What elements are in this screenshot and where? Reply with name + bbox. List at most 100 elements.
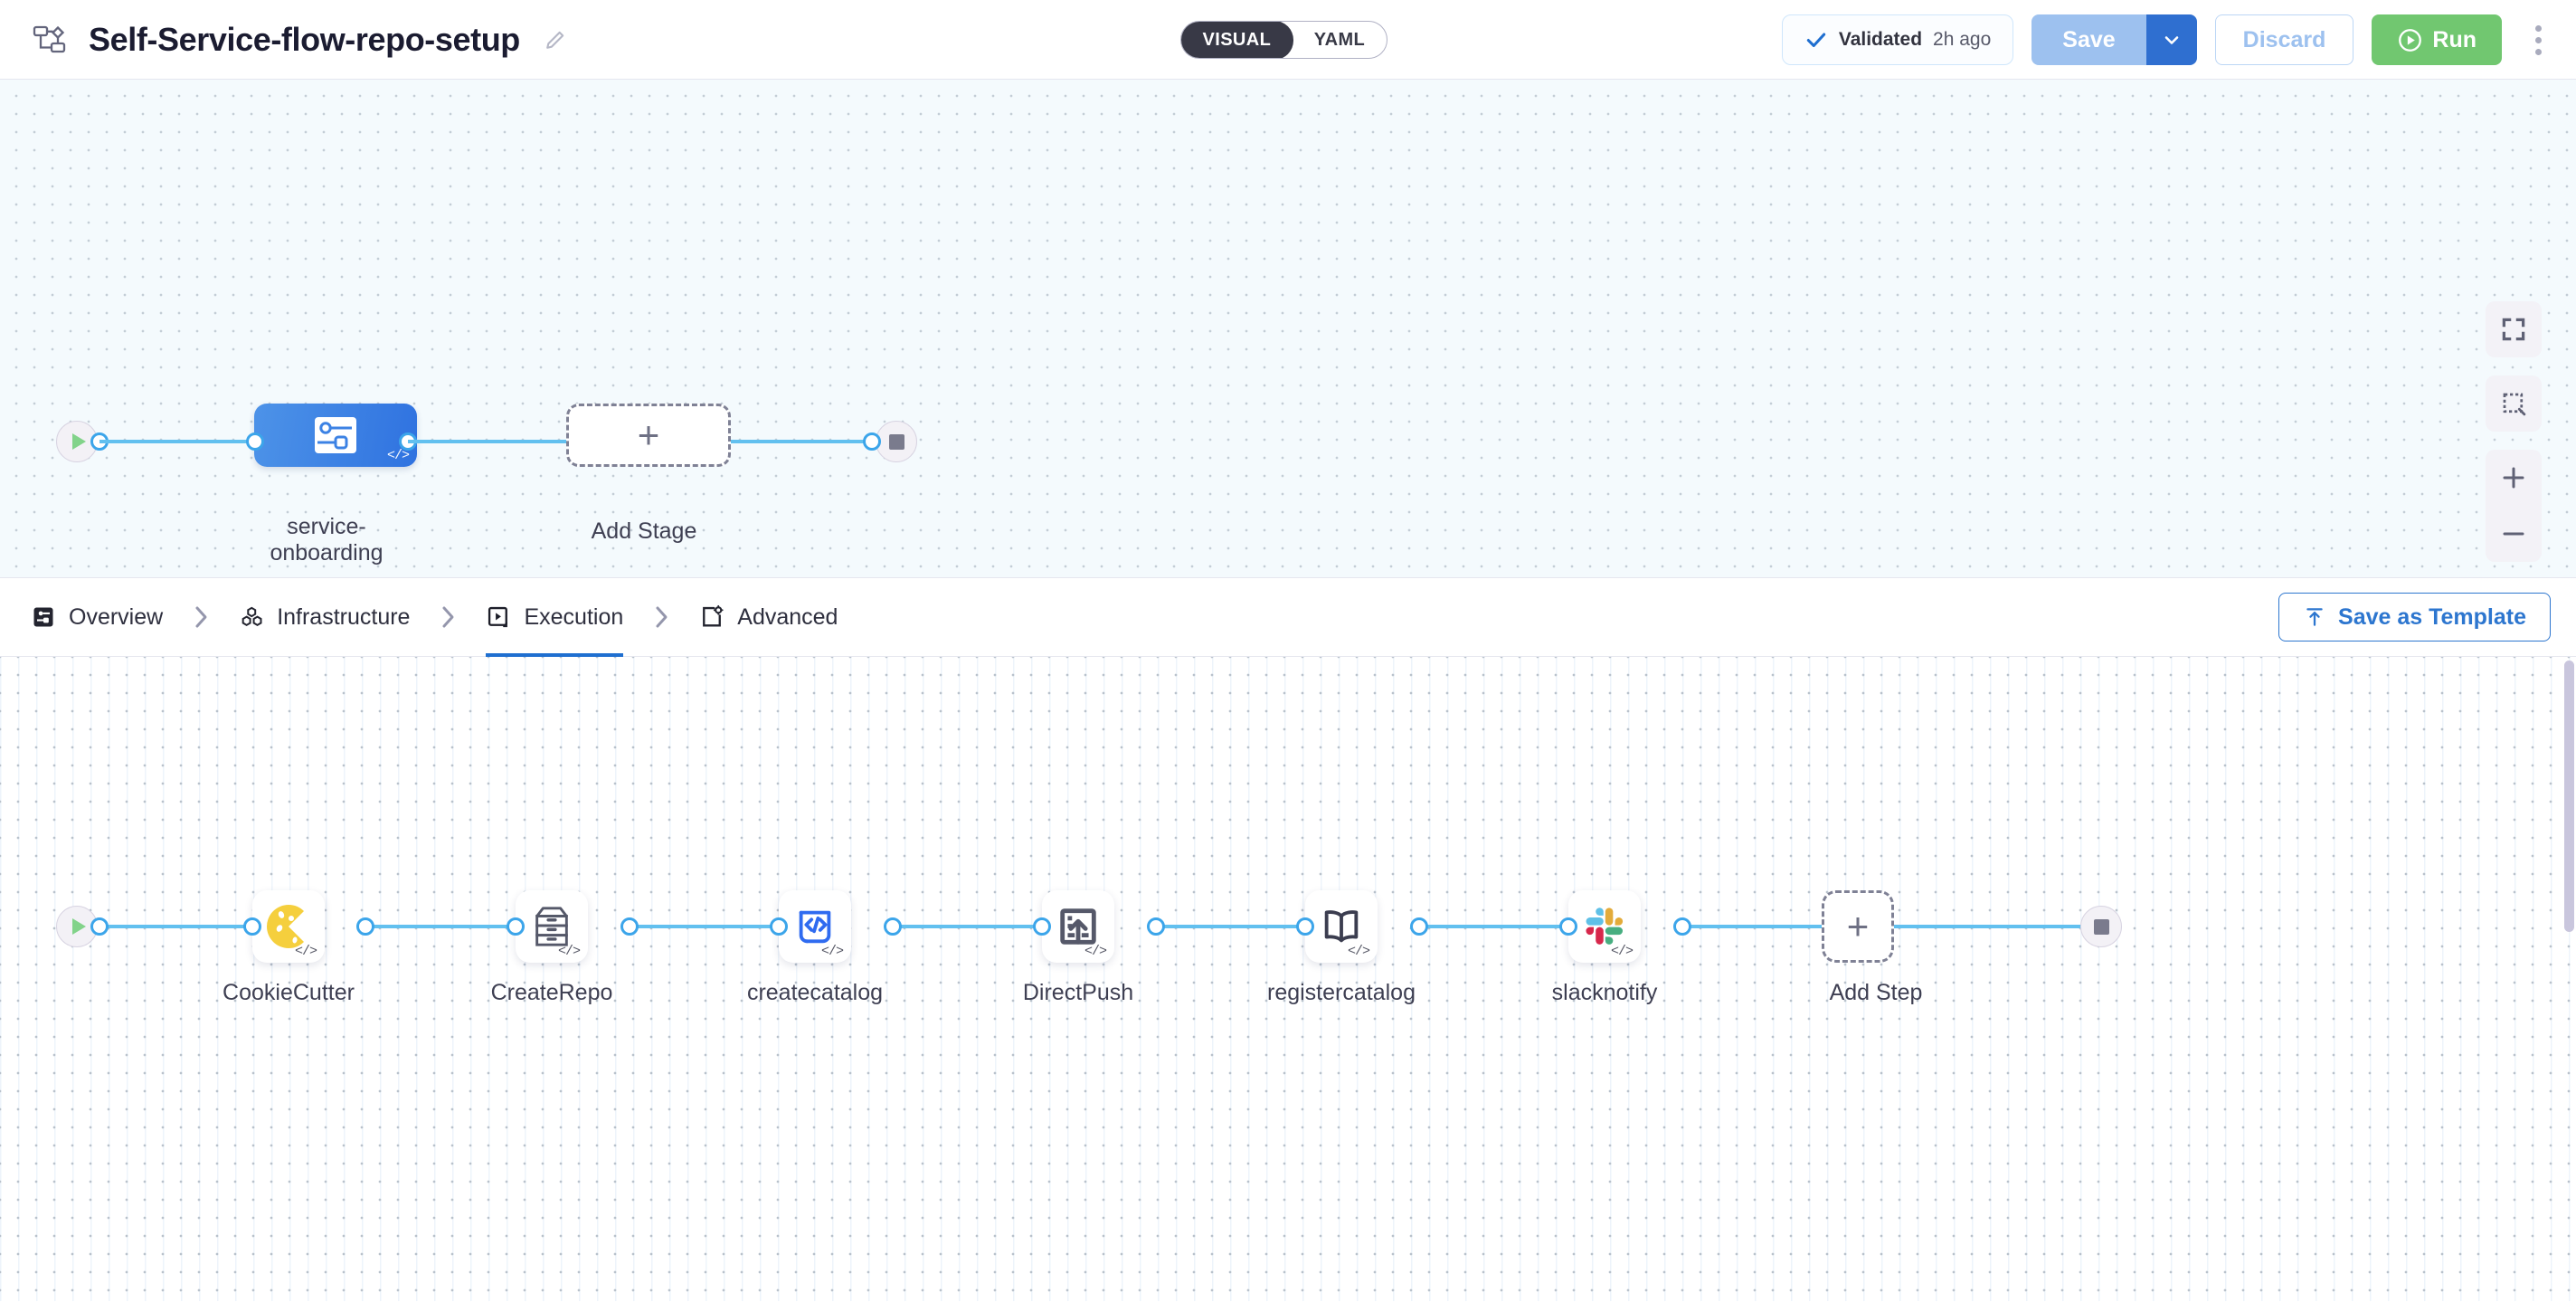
status-badge-validated: Validated 2h ago — [1781, 14, 2014, 65]
exec-edge-1 — [365, 925, 510, 928]
execution-icon — [488, 606, 508, 628]
page-title: Self-Service-flow-repo-setup — [89, 20, 520, 58]
step-code-badge-1: </> — [294, 944, 317, 959]
stop-square-icon — [888, 433, 904, 450]
stage-node-label: service- onboarding — [209, 514, 444, 566]
step-6-in-connector[interactable] — [1559, 917, 1577, 936]
zoom-controls — [2486, 450, 2542, 562]
step-5-out-connector[interactable] — [1410, 917, 1428, 936]
mode-option-visual[interactable]: VISUAL — [1181, 22, 1294, 58]
tab-overview[interactable]: Overview — [31, 577, 163, 657]
step-label-cookiecutter: CookieCutter — [223, 980, 355, 1005]
chevron-right-icon-3 — [623, 603, 699, 631]
exec-edge-4 — [1156, 925, 1301, 928]
zoom-in-icon[interactable] — [2486, 450, 2542, 506]
step-node-cookiecutter[interactable]: </> — [252, 890, 325, 963]
header-left-group: Self-Service-flow-repo-setup — [31, 21, 571, 59]
stage-label-line1: service- — [287, 514, 366, 539]
step-node-createrepo[interactable]: </> — [516, 890, 588, 963]
step-label-slacknotify: slacknotify — [1551, 980, 1658, 1005]
step-code-badge-5: </> — [1347, 944, 1370, 959]
exec-edge-6 — [1682, 925, 1827, 928]
step-label-createrepo: CreateRepo — [490, 980, 613, 1005]
slack-icon — [1586, 908, 1624, 945]
validated-label: Validated — [1838, 29, 1923, 50]
save-dropdown-button[interactable] — [2145, 14, 2197, 65]
exec-edge-5 — [1419, 925, 1564, 928]
code-script-icon — [799, 910, 831, 944]
app-header: Self-Service-flow-repo-setup VISUAL YAML… — [0, 0, 2576, 80]
stop-square-icon — [2093, 918, 2109, 935]
save-button[interactable]: Save — [2031, 14, 2146, 65]
step-start-connector[interactable] — [90, 917, 109, 936]
step-2-out-connector[interactable] — [620, 917, 639, 936]
advanced-icon — [703, 604, 724, 627]
stage-node-service-onboarding[interactable]: </> — [254, 404, 417, 467]
exec-edge-3 — [893, 925, 1037, 928]
vertical-scrollbar[interactable] — [2564, 661, 2574, 932]
zoom-out-icon[interactable] — [2486, 506, 2542, 562]
discard-button[interactable]: Discard — [2214, 14, 2354, 65]
tab-infrastructure[interactable]: Infrastructure — [239, 577, 410, 657]
stage-edge-2 — [408, 440, 566, 443]
stage-canvas[interactable]: </> service- onboarding + Add Stage — [0, 80, 2576, 577]
stage-end-connector[interactable] — [863, 432, 881, 451]
stage-code-badge: </> — [386, 448, 410, 463]
step-label-registercatalog: registercatalog — [1267, 980, 1416, 1005]
selection-box-icon[interactable] — [2486, 375, 2542, 432]
step-3-out-connector[interactable] — [884, 917, 902, 936]
pipeline-flow-icon — [31, 21, 69, 59]
check-icon — [1806, 33, 1826, 48]
chevron-right-icon — [163, 603, 239, 631]
add-step-label: Add Step — [1829, 980, 1923, 1005]
stage-end-node[interactable] — [876, 421, 917, 462]
step-3-in-connector[interactable] — [770, 917, 788, 936]
step-node-createcatalog[interactable]: </> — [779, 890, 851, 963]
stage-label-line2: onboarding — [270, 539, 384, 565]
template-upload-icon — [2306, 608, 2323, 626]
validated-time: 2h ago — [1933, 29, 1992, 50]
step-4-in-connector[interactable] — [1033, 917, 1051, 936]
stage-in-connector[interactable] — [246, 432, 264, 451]
step-node-registercatalog[interactable]: </> — [1305, 890, 1378, 963]
mode-option-yaml[interactable]: YAML — [1313, 29, 1366, 50]
step-code-badge-4: </> — [1084, 944, 1107, 959]
step-5-in-connector[interactable] — [1296, 917, 1314, 936]
exec-edge-0 — [99, 925, 262, 928]
add-stage-button[interactable]: + — [566, 404, 731, 467]
tab-advanced[interactable]: Advanced — [699, 577, 838, 657]
view-mode-toggle[interactable]: VISUAL YAML — [1180, 21, 1388, 59]
save-as-template-button[interactable]: Save as Template — [2278, 593, 2551, 641]
kebab-menu-icon[interactable] — [2520, 14, 2556, 65]
tab-execution[interactable]: Execution — [486, 577, 623, 657]
add-step-button[interactable]: + — [1822, 890, 1894, 963]
chevron-down-icon — [2164, 36, 2178, 44]
step-4-out-connector[interactable] — [1147, 917, 1165, 936]
fit-to-screen-icon[interactable] — [2486, 301, 2542, 357]
tab-overview-label: Overview — [69, 603, 164, 630]
open-book-icon — [1324, 910, 1359, 943]
step-2-in-connector[interactable] — [507, 917, 525, 936]
step-1-in-connector[interactable] — [243, 917, 261, 936]
step-node-slacknotify[interactable]: </> — [1568, 890, 1641, 963]
step-code-badge-3: </> — [820, 944, 844, 959]
pencil-edit-icon[interactable] — [540, 24, 571, 55]
execution-canvas[interactable]: </> CookieCutter </> CreateRepo — [0, 657, 2576, 1301]
play-circle-icon — [2399, 28, 2422, 52]
step-6-out-connector[interactable] — [1673, 917, 1691, 936]
stage-edge-3 — [731, 440, 871, 443]
save-as-template-label: Save as Template — [2338, 603, 2526, 630]
tab-infrastructure-label: Infrastructure — [277, 603, 411, 630]
run-button[interactable]: Run — [2372, 14, 2502, 65]
step-node-directpush[interactable]: </> — [1042, 890, 1114, 963]
plus-icon: + — [637, 413, 660, 457]
header-actions: Validated 2h ago Save Discard Run — [1781, 0, 2556, 80]
step-code-badge-2: </> — [557, 944, 581, 959]
exec-edge-2 — [630, 925, 774, 928]
save-button-group: Save — [2031, 14, 2197, 65]
step-code-badge-6: </> — [1610, 944, 1634, 959]
drawer-cabinet-icon — [535, 907, 568, 946]
step-end-node[interactable] — [2080, 906, 2122, 947]
chevron-right-icon-2 — [410, 603, 486, 631]
step-1-out-connector[interactable] — [356, 917, 374, 936]
